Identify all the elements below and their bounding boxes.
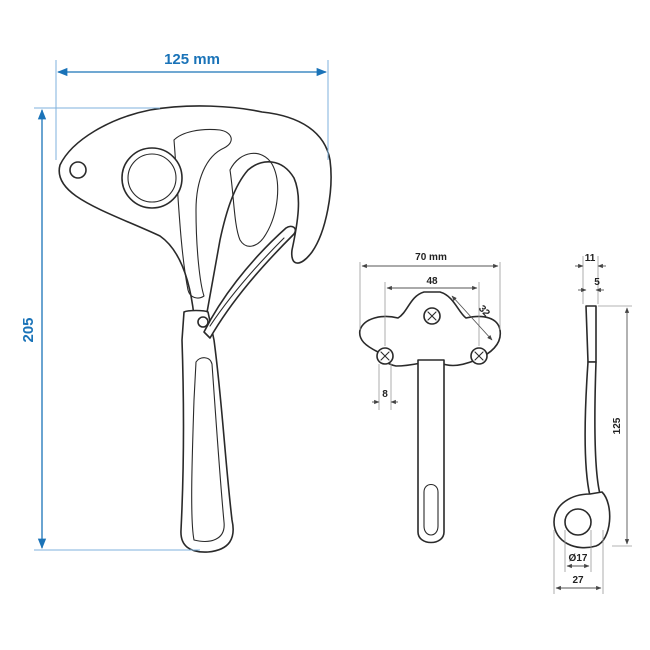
side-eye-diameter-dimension: Ø17 <box>564 530 592 572</box>
front-width-label: 70 mm <box>415 252 447 263</box>
spring-latch <box>203 225 297 339</box>
large-ring <box>121 147 183 209</box>
main-width-dimension: 125 mm <box>55 51 329 160</box>
side-plate <box>585 305 597 363</box>
front-hole-offset-label: 8 <box>382 389 388 400</box>
side-thickness-label: 5 <box>594 277 600 288</box>
side-eye-hole <box>564 508 592 536</box>
pivot-pin <box>197 316 209 328</box>
spring-latch-line <box>209 237 285 327</box>
side-thickness-dimension: 5 <box>578 277 604 293</box>
side-eye-diameter-label: Ø17 <box>569 553 588 564</box>
grip-slot <box>191 357 225 542</box>
front-hole-offset-dimension: 8 <box>372 364 398 410</box>
handle-grip <box>180 309 234 553</box>
bracket-stem-slot <box>423 483 439 536</box>
main-height-label: 205 <box>20 317 37 342</box>
front-hole-spacing-label: 48 <box>426 276 438 287</box>
side-arm <box>584 361 601 497</box>
large-ring-inner <box>127 153 177 203</box>
bracket-stem <box>417 359 445 544</box>
side-eye-width-dimension: 27 <box>553 530 604 594</box>
handle-upper-body <box>58 105 332 322</box>
side-eye-width-label: 27 <box>572 575 584 586</box>
main-height-dimension: 205 <box>20 107 200 551</box>
side-length-label: 125 <box>612 417 623 434</box>
hook-inner-slot <box>229 152 279 247</box>
main-width-label: 125 mm <box>164 51 220 68</box>
bracket-front-view <box>358 291 502 544</box>
side-top-dimension: 11 <box>575 253 606 304</box>
bracket-side-view <box>553 305 611 549</box>
eyelet-hole <box>69 161 87 179</box>
handle-main-view <box>58 105 332 553</box>
side-length-dimension: 125 <box>598 305 632 547</box>
body-slot <box>173 128 232 299</box>
front-width-dimension: 70 mm <box>359 252 501 330</box>
side-top-label: 11 <box>585 253 596 264</box>
